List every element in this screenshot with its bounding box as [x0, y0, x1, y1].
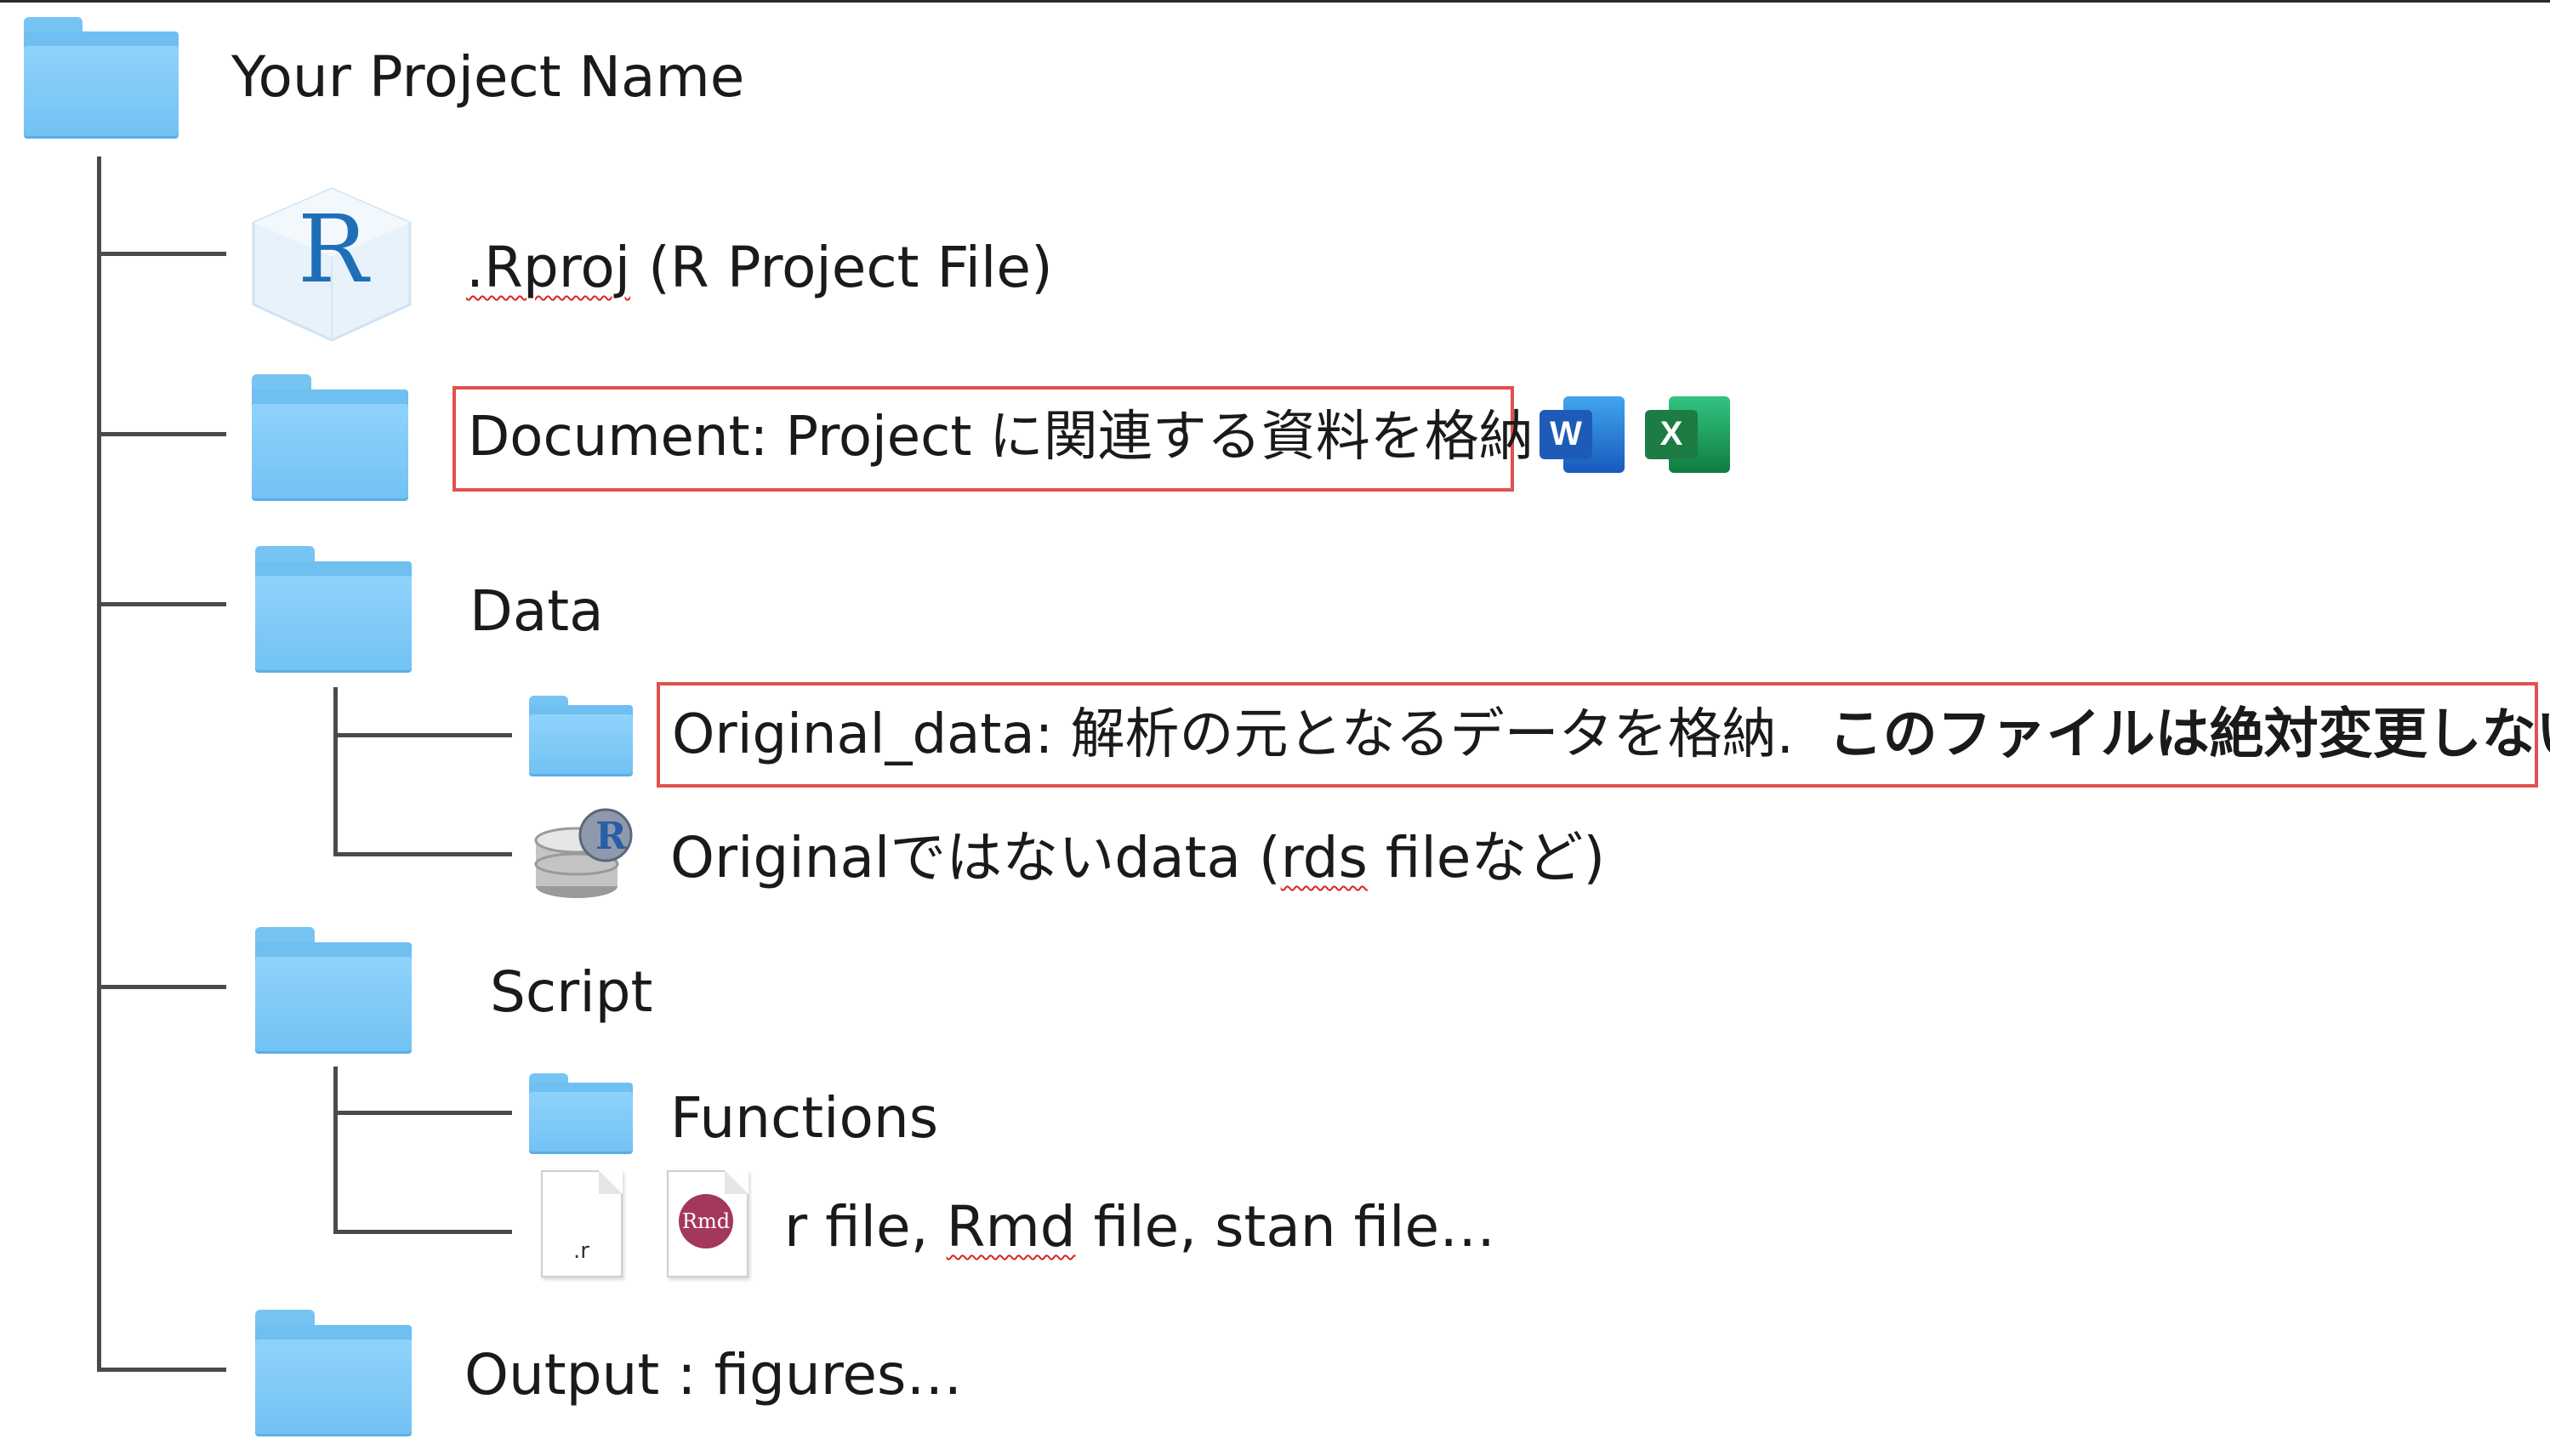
script-files-label[interactable]: r file, Rmd file, stan file…	[784, 1199, 1495, 1255]
document-highlight-box	[453, 386, 1514, 492]
branch-rproj	[97, 252, 226, 256]
branch-data	[97, 602, 226, 606]
rmd-file-icon[interactable]: Rmd	[667, 1170, 748, 1277]
original-data-highlight-box	[657, 682, 2538, 788]
rproj-description: (R Project File)	[630, 235, 1053, 300]
r-glyph: R	[298, 195, 368, 304]
original-data-description: Original_data: 解析の元となるデータを格納.	[672, 703, 1794, 766]
top-rule	[0, 0, 2550, 3]
rmd-extension: Rmd	[946, 1194, 1076, 1260]
branch-original-data	[333, 733, 512, 737]
root-folder-label[interactable]: Your Project Name	[231, 44, 745, 110]
word-icon[interactable]: W	[1540, 396, 1625, 473]
functions-folder-icon[interactable]	[529, 1073, 633, 1152]
rproj-label[interactable]: .Rproj (R Project File)	[466, 240, 1053, 296]
branch-rds-data	[333, 852, 512, 856]
branch-functions	[333, 1111, 512, 1115]
branch-script	[97, 985, 226, 989]
original-data-folder-icon[interactable]	[529, 696, 633, 774]
data-folder-icon[interactable]	[255, 546, 412, 670]
document-folder-icon[interactable]	[252, 374, 408, 498]
branch-script-files	[333, 1230, 512, 1234]
script-files-suffix: file, stan file…	[1075, 1194, 1496, 1260]
document-folder-label[interactable]: Document: Project に関連する資料を格納	[468, 406, 1534, 469]
r-database-icon[interactable]: R	[529, 798, 636, 905]
r-project-icon[interactable]: R	[247, 185, 417, 344]
data-folder-label[interactable]: Data	[470, 578, 604, 644]
svg-text:R: R	[595, 815, 627, 858]
rds-label-prefix: Originalではないdata (	[670, 825, 1281, 890]
script-folder-icon[interactable]	[255, 927, 412, 1051]
excel-icon[interactable]: X	[1645, 396, 1730, 473]
rds-label-suffix: fileなど)	[1367, 825, 1606, 890]
r-file-extension: .r	[573, 1238, 589, 1264]
script-files-prefix: r file,	[784, 1194, 947, 1260]
rmd-badge: Rmd	[679, 1194, 733, 1248]
output-folder-label[interactable]: Output : figures…	[464, 1342, 963, 1408]
branch-output	[97, 1368, 226, 1372]
script-folder-label[interactable]: Script	[490, 959, 653, 1025]
rds-data-label[interactable]: Originalではないdata (rds fileなど)	[670, 830, 1605, 886]
root-folder-icon[interactable]	[24, 17, 179, 136]
original-data-warning: このファイルは絶対変更しない	[1828, 703, 2550, 766]
branch-document	[97, 432, 226, 436]
rproj-extension: .Rproj	[466, 235, 631, 300]
output-folder-icon[interactable]	[255, 1310, 412, 1434]
root-trunk-line	[97, 156, 101, 1371]
data-trunk-line	[333, 687, 338, 856]
functions-folder-label[interactable]: Functions	[670, 1085, 939, 1151]
r-file-icon[interactable]: .r	[541, 1170, 623, 1277]
rds-extension: rds	[1280, 825, 1368, 890]
original-data-label[interactable]: Original_data: 解析の元となるデータを格納. このファイルは絶対変…	[672, 708, 2550, 762]
script-trunk-line	[333, 1066, 338, 1233]
